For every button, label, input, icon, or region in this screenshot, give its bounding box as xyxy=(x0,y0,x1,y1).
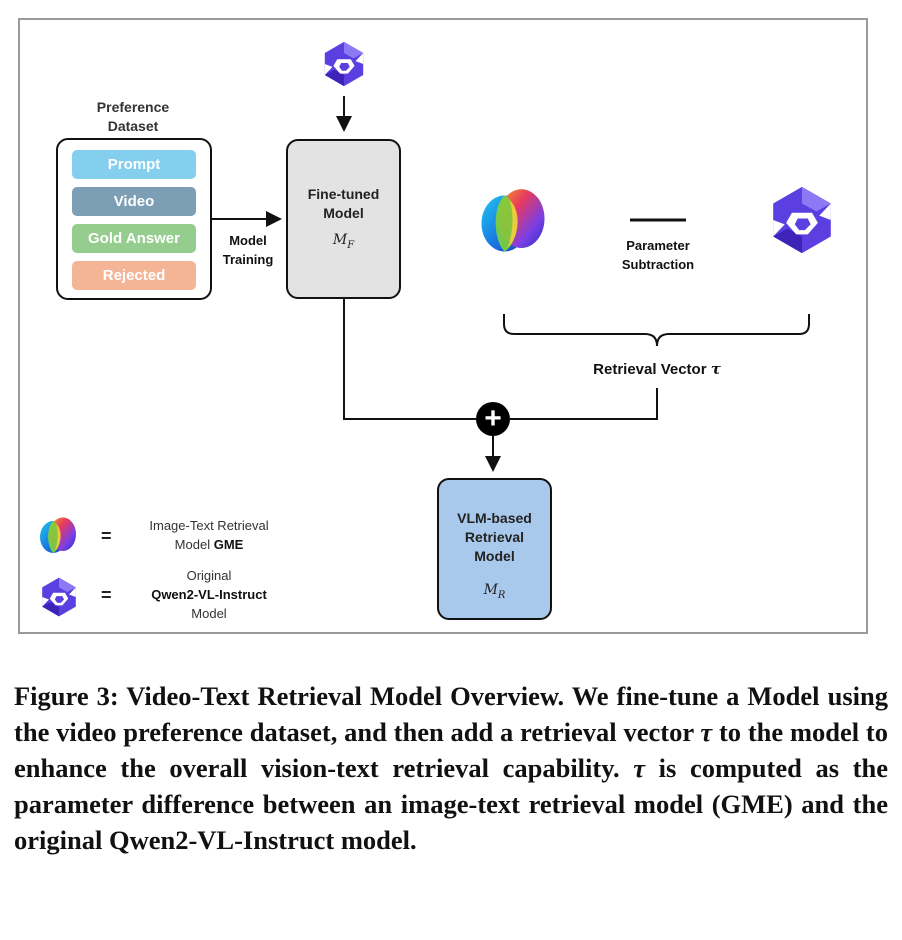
line-finetuned-to-plus xyxy=(343,299,476,420)
finetuned-model-label: Fine-tuned Model xyxy=(307,186,380,221)
vlm-model-symbol: MR xyxy=(483,582,506,601)
qwen-icon-top xyxy=(324,41,364,87)
qwen-icon-main xyxy=(773,186,831,254)
gme-icon-main xyxy=(481,189,545,252)
legend-equals-gme: = xyxy=(101,526,112,546)
qwen-icon-legend xyxy=(42,577,76,617)
dataset-item-video: Video xyxy=(72,187,196,216)
figure-caption: Figure 3: Video-Text Retrieval Model Ove… xyxy=(14,681,889,855)
figure-frame xyxy=(18,18,868,634)
legend-gme-text: Image-Text Retrieval Model GME xyxy=(149,518,269,552)
parameter-subtraction-label: Parameter Subtraction xyxy=(621,238,695,272)
diagram-connectors xyxy=(40,41,831,617)
caption-label: Figure 3: xyxy=(14,681,119,711)
vlm-retrieval-model-box: VLM-based Retrieval Model MR xyxy=(437,478,552,620)
gme-icon-legend xyxy=(40,517,76,553)
preference-dataset-box: Prompt Video Gold Answer Rejected xyxy=(56,138,212,300)
retrieval-vector-label: Retrieval Vector τ xyxy=(593,360,721,378)
dataset-item-prompt: Prompt xyxy=(72,150,196,179)
line-vector-to-plus xyxy=(510,388,658,420)
finetuned-model-box: Fine-tuned Model MF xyxy=(286,139,401,299)
dataset-item-rejected: Rejected xyxy=(72,261,196,290)
plus-operator: + xyxy=(476,402,510,436)
dataset-title: Preference Dataset xyxy=(96,99,170,134)
legend-qwen-text: Original Qwen2-VL-Instruct Model xyxy=(151,568,267,621)
vlm-model-label: VLM-based Retrieval Model xyxy=(457,510,532,564)
dataset-item-gold-answer: Gold Answer xyxy=(72,224,196,253)
legend-equals-qwen: = xyxy=(101,585,112,605)
curly-brace xyxy=(503,314,810,347)
finetuned-model-symbol: MF xyxy=(332,232,355,251)
model-training-label: Model Training xyxy=(222,233,274,267)
